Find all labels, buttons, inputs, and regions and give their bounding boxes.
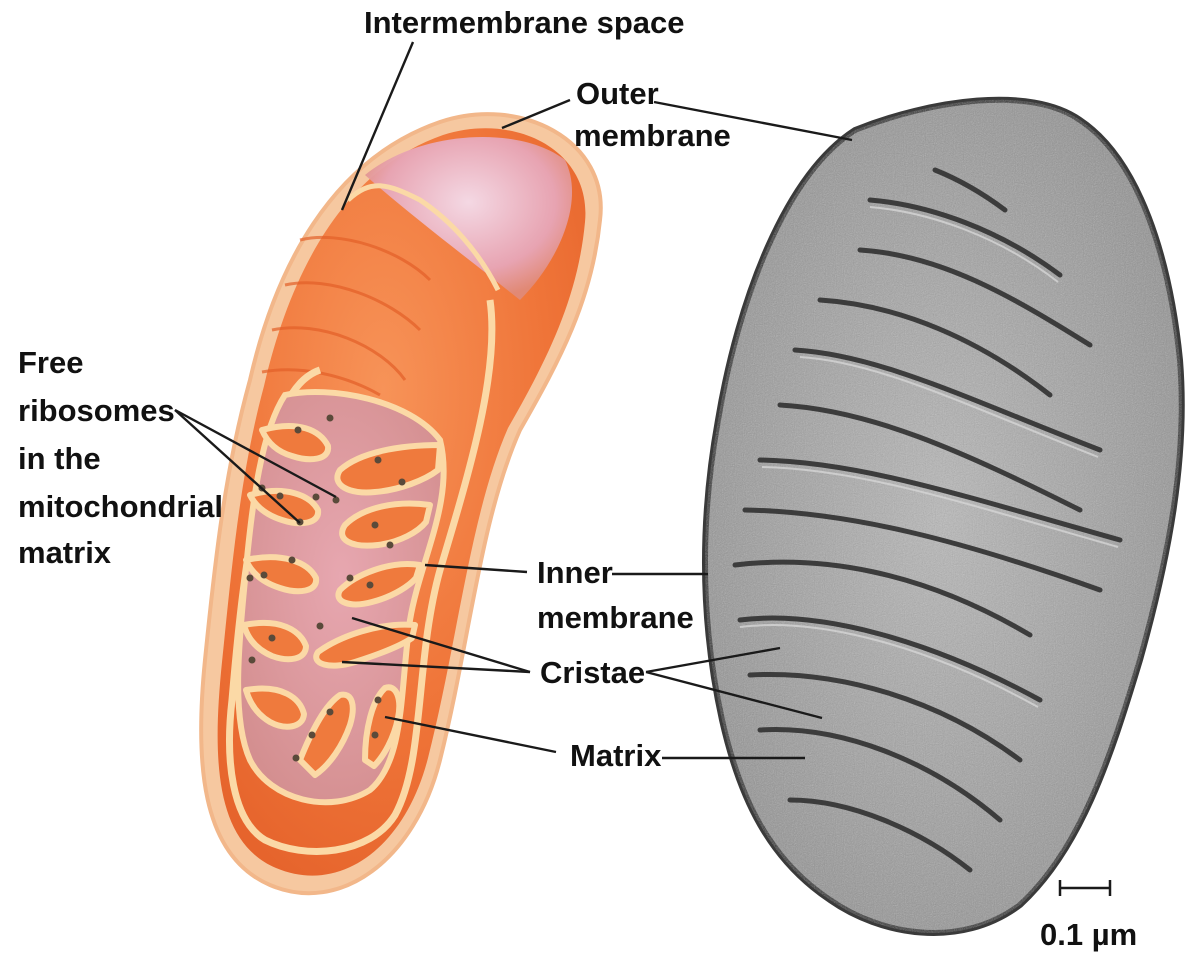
label-free-ribosomes-line2: ribosomes	[18, 393, 175, 429]
label-outer-membrane-line2: membrane	[574, 118, 731, 154]
scale-bar-label: 0.1 µm	[1040, 917, 1137, 953]
scale-bar	[1060, 880, 1110, 896]
label-intermembrane-space: Intermembrane space	[364, 5, 684, 41]
label-matrix: Matrix	[570, 738, 661, 774]
label-outer-membrane-line1: Outer	[576, 76, 659, 112]
label-free-ribosomes-line5: matrix	[18, 535, 111, 571]
electron-micrograph	[705, 100, 1182, 933]
label-free-ribosomes-line3: in the	[18, 441, 101, 477]
label-inner-membrane-line1: Inner	[537, 555, 613, 591]
label-free-ribosomes-line4: mitochondrial	[18, 489, 223, 525]
label-free-ribosomes-line1: Free	[18, 345, 83, 381]
label-inner-membrane-line2: membrane	[537, 600, 694, 636]
label-cristae: Cristae	[540, 655, 645, 691]
mitochondrion-illustration	[201, 114, 601, 893]
